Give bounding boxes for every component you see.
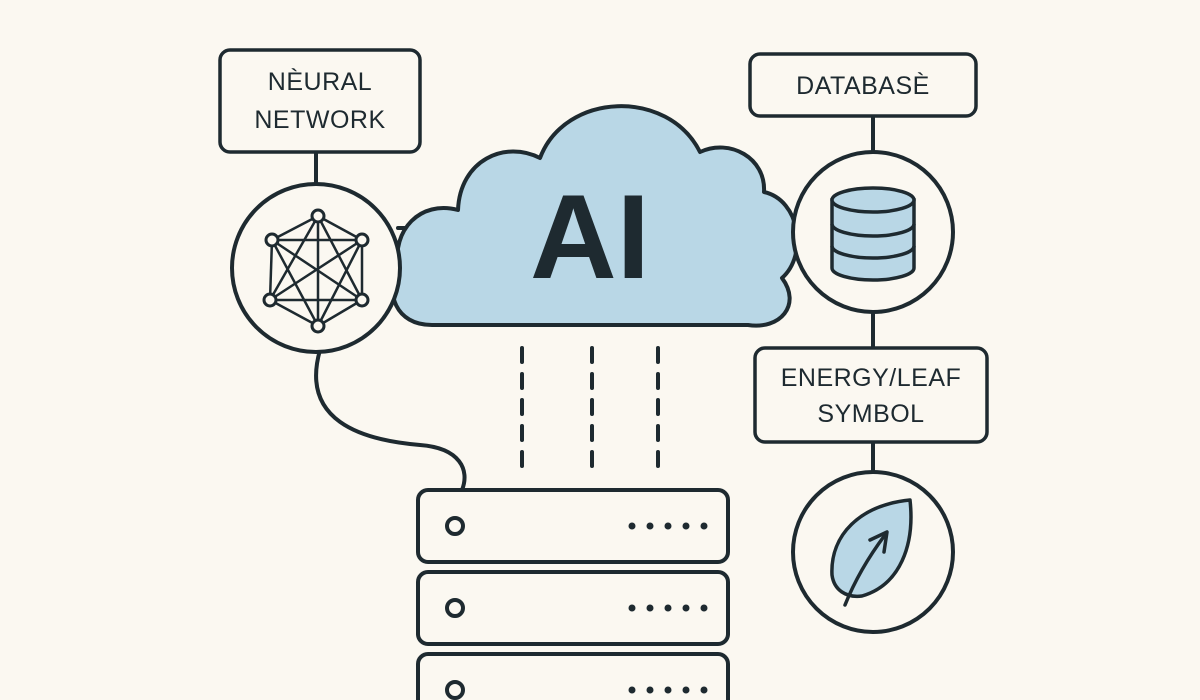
ai-cloud: AI [390,104,800,328]
connector-neural-server [314,348,467,492]
neural-network-label-frame [218,48,422,154]
database-label-box: DATABASÈ [748,52,978,118]
server-unit-3 [416,652,730,700]
server-unit-2 [416,570,730,646]
neural-network-label-line2: NETWORK [254,106,385,134]
database-cylinder-icon [830,186,916,282]
leaf-energy-icon [830,498,913,607]
energy-node [791,470,955,634]
neural-network-label-line1: NÈURAL [268,67,372,96]
server-unit-1 [416,488,730,564]
cloud-shape [390,104,800,328]
neural-network-icon [262,208,370,334]
server-rack-icon [416,488,730,700]
neural-network-node [230,182,402,354]
neural-network-label-box: NÈURAL NETWORK [218,48,422,154]
cloud-title: AI [530,170,650,304]
database-label-frame [748,52,978,118]
energy-label-line2: SYMBOL [817,400,924,428]
connectors [314,114,875,492]
energy-label-frame [753,346,989,444]
database-label: DATABASÈ [796,71,930,100]
energy-label-line1: ENERGY/LEAF [781,364,962,392]
database-node [791,150,955,314]
energy-label-box: ENERGY/LEAF SYMBOL [753,346,989,444]
